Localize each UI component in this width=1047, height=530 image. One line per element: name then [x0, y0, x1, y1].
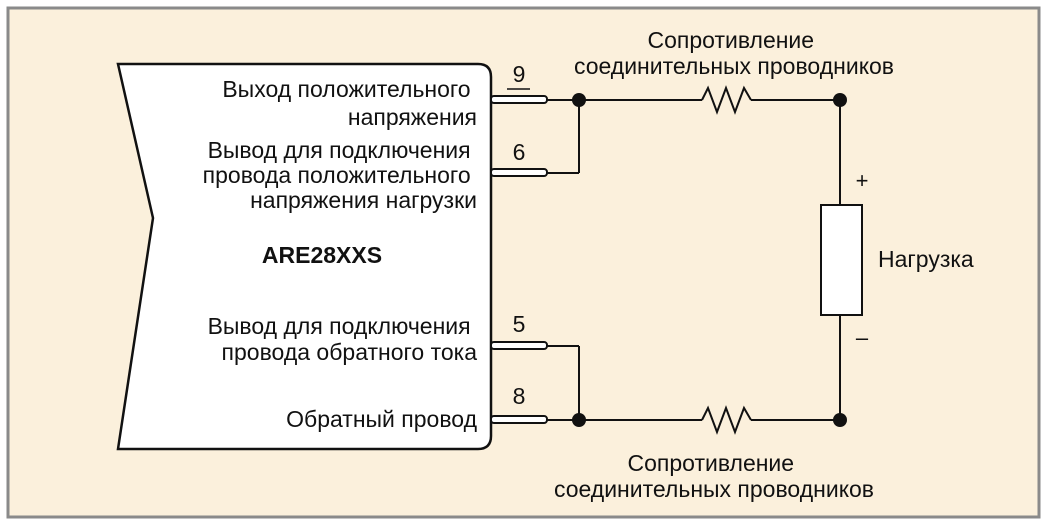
- pin-5-stub: [490, 341, 548, 350]
- pin-number-8: 8: [513, 383, 526, 409]
- bottom-resistance-label: Сопротивление соединительных проводников: [554, 450, 874, 502]
- top-right-junction: [833, 93, 847, 107]
- pin-9-label: Выход положительного напряжения: [222, 76, 477, 130]
- bottom-left-junction: [572, 413, 586, 427]
- bottom-right-junction: [833, 413, 847, 427]
- pin-8-stub: [490, 415, 548, 424]
- load-plus-sign: +: [856, 168, 869, 193]
- module-name: ARE28XXS: [262, 242, 382, 268]
- load-label: Нагрузка: [878, 246, 974, 272]
- pin-5-label: Вывод для подключения провода обратного …: [208, 313, 478, 365]
- top-left-junction: [572, 93, 586, 107]
- load-resistor: [820, 204, 863, 316]
- top-wire-resistor: [701, 85, 752, 115]
- load-minus-sign: –: [856, 325, 869, 350]
- pin-number-5: 5: [513, 311, 526, 337]
- bottom-wire-resistor: [701, 405, 752, 435]
- pin-number-9: 9: [513, 61, 526, 87]
- module-body: [116, 62, 493, 451]
- pin-8-label: Обратный провод: [286, 406, 477, 432]
- top-resistance-label: Сопротивление соединительных проводников: [574, 27, 894, 79]
- pin-9-stub: [490, 95, 548, 104]
- pin-6-stub: [490, 168, 548, 177]
- pin-6-label: Вывод для подключения провода положитель…: [203, 137, 477, 213]
- pin-number-6: 6: [513, 139, 526, 165]
